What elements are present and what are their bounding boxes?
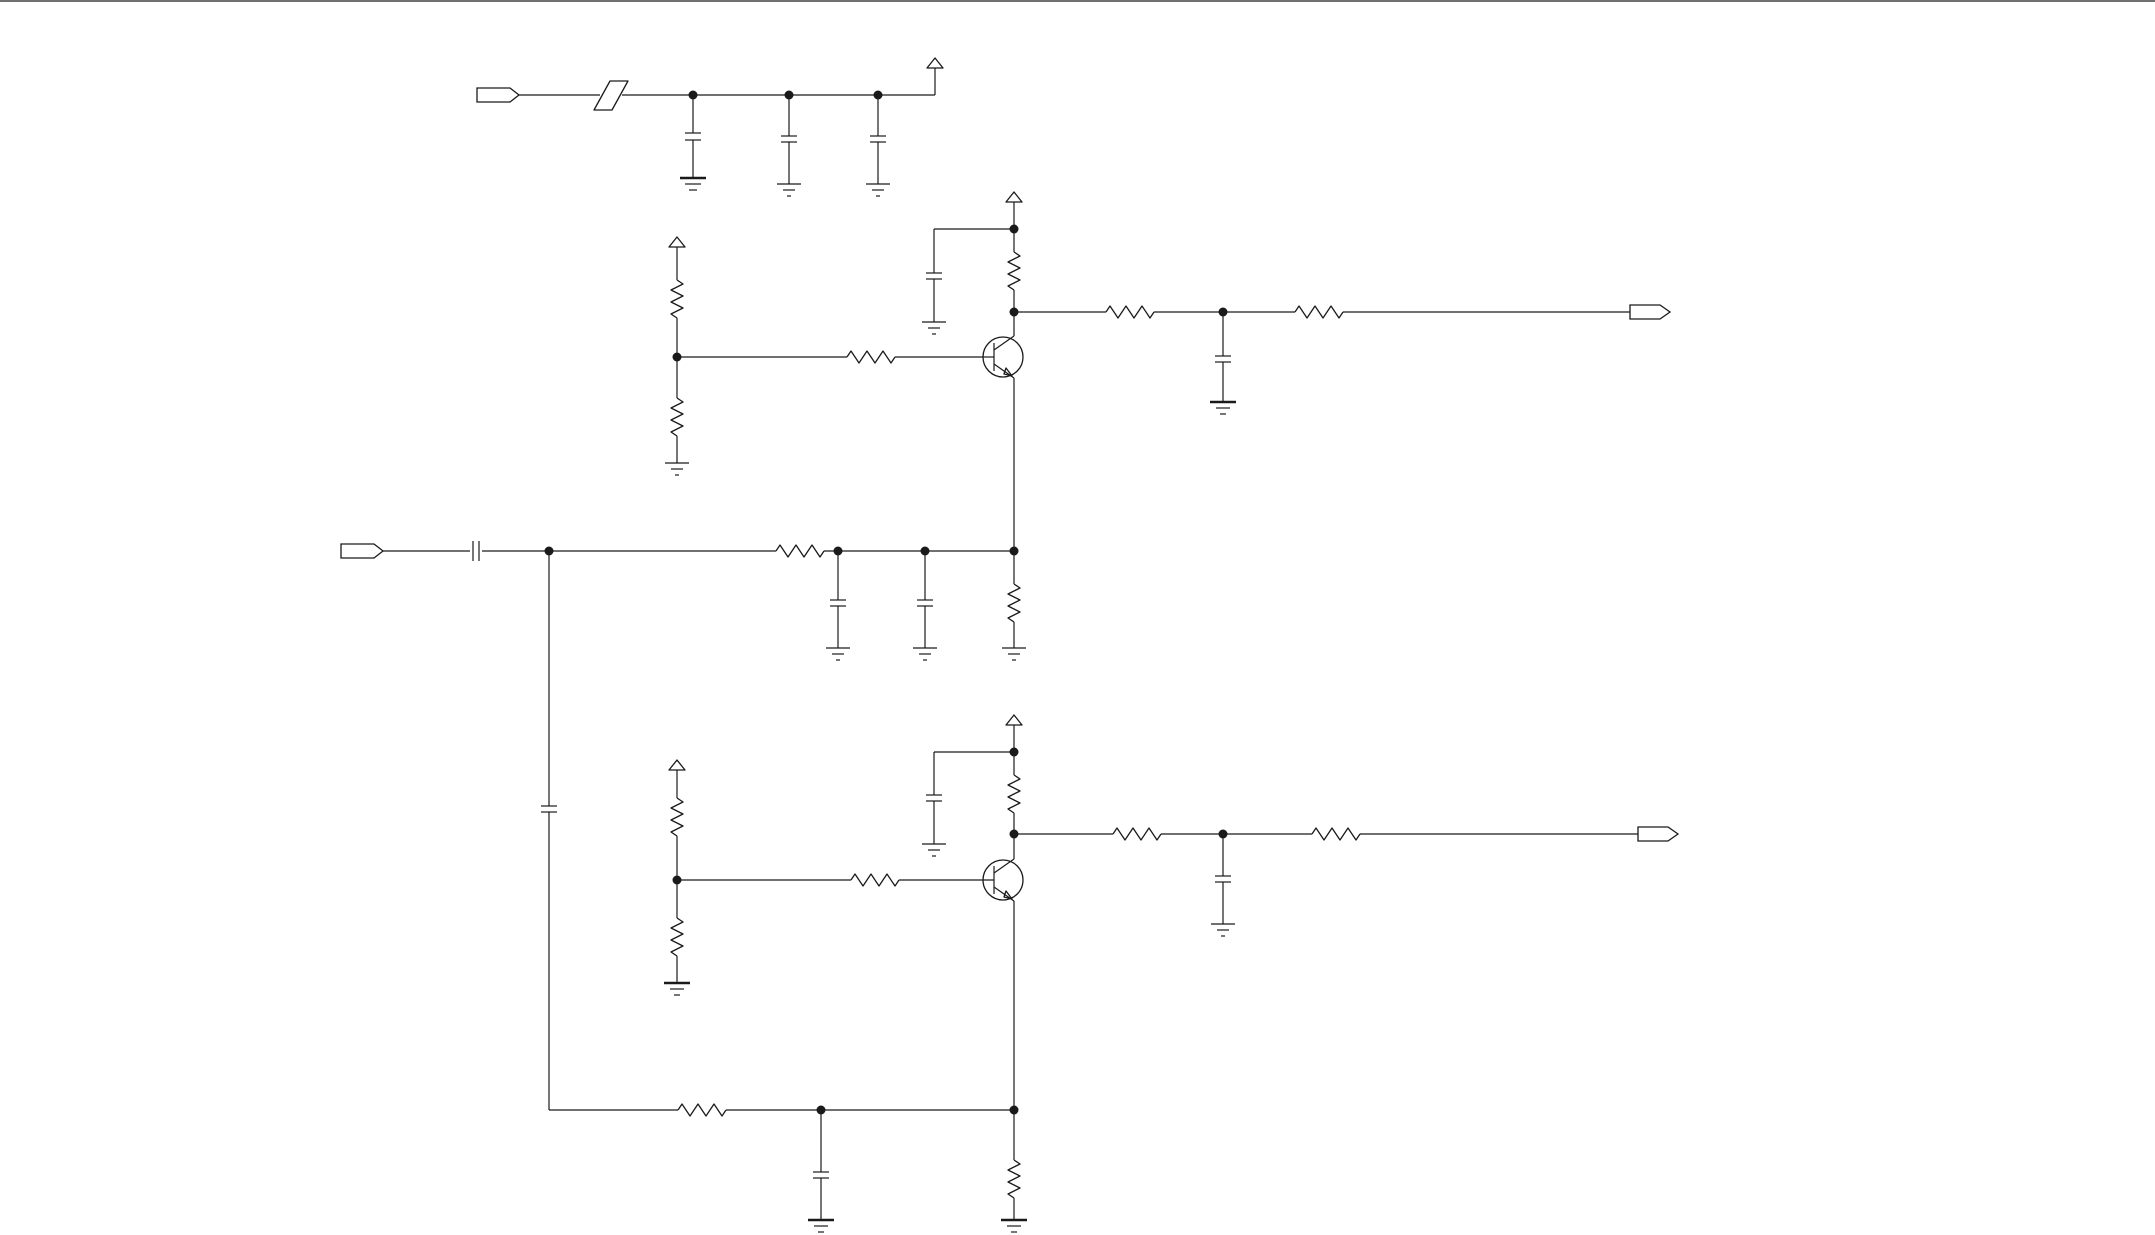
ground-symbol: [922, 322, 946, 334]
supply-filter: [477, 58, 943, 196]
capacitor: [685, 95, 701, 178]
amplifier-stage-2: [549, 715, 1678, 1232]
emitter-resistor: [1008, 1110, 1020, 1220]
base-resistor: [847, 351, 895, 363]
output-resistor: [1312, 828, 1360, 840]
coupling-capacitor: [473, 541, 479, 561]
capacitor: [781, 95, 797, 184]
supply-rail-symbol: [669, 237, 685, 247]
capacitor: [541, 806, 557, 812]
amplifier-stage-1: [665, 192, 1670, 551]
ground-symbol: [665, 463, 689, 475]
capacitor: [870, 95, 886, 184]
ground-symbol: [913, 648, 937, 660]
output-resistor: [1106, 306, 1154, 318]
base-resistor: [851, 874, 899, 886]
bias-resistor-top: [671, 280, 683, 318]
capacitor: [917, 551, 933, 648]
ground-symbol: [1211, 924, 1235, 936]
series-resistor: [678, 1104, 726, 1116]
supply-input-port[interactable]: [477, 88, 519, 102]
series-resistor: [776, 545, 824, 557]
output-port[interactable]: [1638, 827, 1678, 841]
emitter-resistor: [1008, 551, 1020, 648]
ground-symbol: [1002, 648, 1026, 660]
ground-symbol: [680, 178, 706, 190]
output-capacitor: [1215, 834, 1231, 924]
bias-resistor-bottom: [671, 918, 683, 956]
signal-input-port[interactable]: [341, 544, 383, 558]
ground-symbol: [1001, 1220, 1027, 1232]
supply-rail-symbol: [927, 58, 943, 68]
capacitor: [813, 1110, 829, 1220]
ground-symbol: [777, 184, 801, 196]
input-network: [341, 541, 1026, 1110]
supply-rail-symbol: [1006, 715, 1022, 725]
capacitor: [830, 551, 846, 648]
ground-symbol: [866, 184, 890, 196]
collector-resistor: [1008, 229, 1020, 312]
ground-symbol: [664, 983, 690, 995]
npn-transistor: [983, 312, 1023, 378]
decoupling-capacitor: [926, 752, 1014, 844]
supply-rail-symbol: [669, 760, 685, 770]
decoupling-capacitor: [926, 229, 1014, 322]
ground-symbol: [922, 844, 946, 856]
output-capacitor: [1215, 312, 1231, 402]
ground-symbol: [826, 648, 850, 660]
bias-resistor-top: [671, 798, 683, 836]
output-port[interactable]: [1630, 305, 1670, 319]
output-resistor: [1113, 828, 1161, 840]
npn-transistor: [983, 834, 1023, 901]
bias-resistor-bottom: [671, 398, 683, 436]
output-resistor: [1295, 306, 1343, 318]
supply-rail-symbol: [1006, 192, 1022, 202]
ground-symbol: [808, 1220, 834, 1232]
collector-resistor: [1008, 752, 1020, 834]
ground-symbol: [1210, 402, 1236, 414]
